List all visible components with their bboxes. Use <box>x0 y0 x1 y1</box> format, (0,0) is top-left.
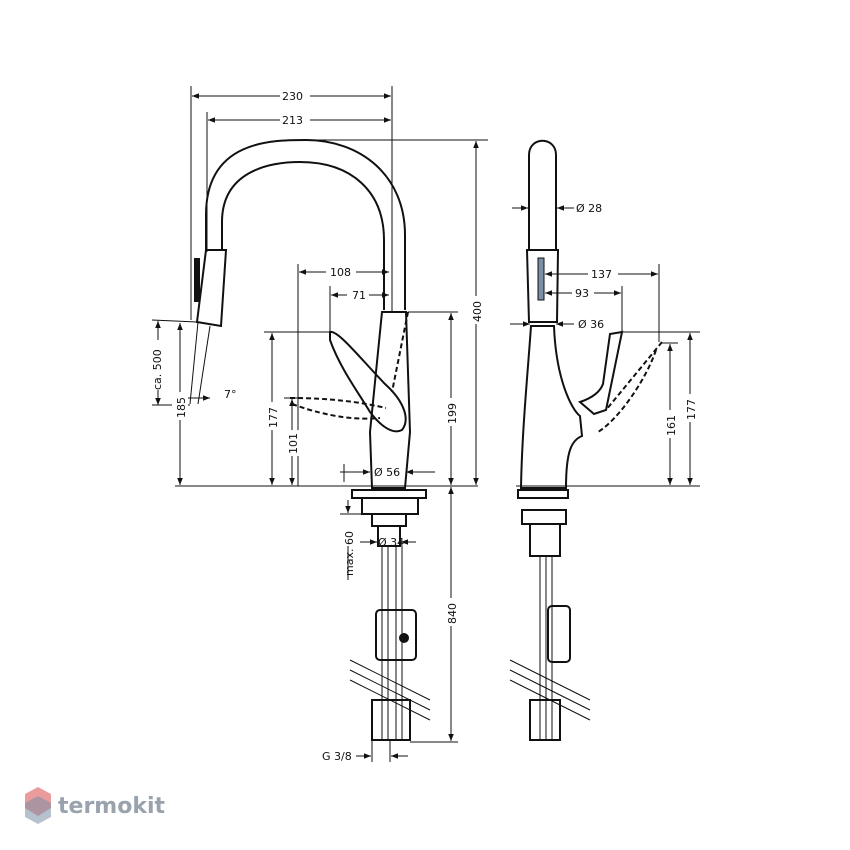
dim-spray-range: ca. 500 <box>151 349 164 390</box>
hose-connectors <box>371 699 411 741</box>
dim-body-diameter: Ø 36 <box>578 318 604 331</box>
dim-height: 400 <box>471 301 484 322</box>
dim-max-thickness: max. 60 <box>343 531 356 576</box>
base-rim <box>361 497 419 515</box>
dim-hole-diameter: Ø 34 <box>378 536 404 549</box>
side-shank <box>529 523 561 557</box>
dim-spray-diameter: Ø 28 <box>576 202 602 215</box>
brand-logo: termokit <box>25 787 165 824</box>
side-lever <box>578 330 624 416</box>
body-alt <box>391 311 409 393</box>
shank <box>377 525 401 547</box>
spray-button <box>194 258 200 302</box>
dim-side-reach: 137 <box>591 268 612 281</box>
dim-lever-height: 177 <box>267 407 280 428</box>
mount-nut <box>371 513 407 527</box>
side-spray-button <box>537 257 545 301</box>
spout-outer <box>205 138 406 310</box>
dim-lever-inner-height: 101 <box>287 433 300 454</box>
spout-inner <box>221 160 385 310</box>
side-hose-weight <box>547 605 571 663</box>
dim-lever-inner: 71 <box>352 289 366 302</box>
dim-connection: G 3/8 <box>322 750 352 763</box>
dim-side-lever-height: 177 <box>685 399 698 420</box>
side-dimensions: Ø 28 137 93 Ø 36 177 161 <box>510 202 700 485</box>
side-body <box>519 325 584 489</box>
hose-weight <box>375 609 417 661</box>
side-view <box>509 139 700 741</box>
dim-side-lever-inner-height: 161 <box>665 415 678 436</box>
lever <box>329 331 407 433</box>
dim-side-reach-inner: 93 <box>575 287 589 300</box>
faucet-body <box>368 311 412 489</box>
side-spout <box>528 139 557 250</box>
spray-head <box>195 249 228 328</box>
side-base-plate <box>517 489 569 499</box>
side-hose-connectors <box>529 699 561 741</box>
dim-overall-width: 230 <box>282 90 303 103</box>
side-lever-alt-2 <box>597 349 657 433</box>
front-view <box>175 138 478 741</box>
front-dimensions: 230 213 400 108 71 ca. 500 7° 18 <box>150 86 488 763</box>
hexagon-icon <box>25 787 51 824</box>
dim-body-height: 199 <box>446 403 459 424</box>
base-plate <box>351 489 427 499</box>
dim-base-diameter: Ø 56 <box>374 466 400 479</box>
lever-alt <box>289 397 387 409</box>
dim-lever-reach: 108 <box>330 266 351 279</box>
lever-alt-2 <box>291 403 381 420</box>
dim-outlet-height: 185 <box>175 397 188 418</box>
brand-name: termokit <box>58 794 165 819</box>
dim-spout-reach: 213 <box>282 114 303 127</box>
dim-angle: 7° <box>224 388 237 401</box>
dim-hose-length: 840 <box>446 603 459 624</box>
side-mount-nut <box>521 509 567 525</box>
side-lever-alt <box>605 341 663 411</box>
